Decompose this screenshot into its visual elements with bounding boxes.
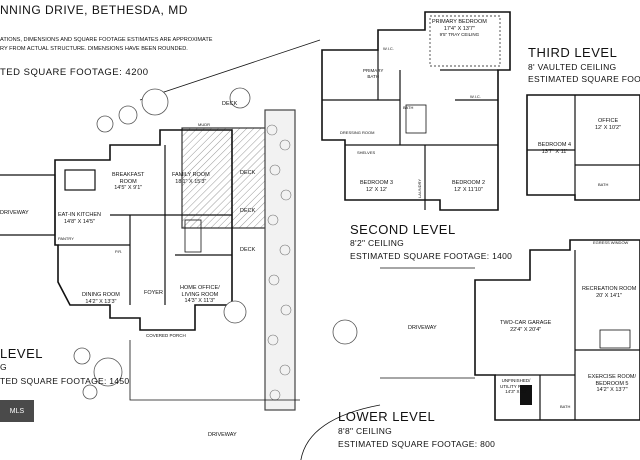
deck-label-3: DECK — [240, 208, 256, 214]
second-level-outline — [321, 11, 511, 211]
main-level-sqft: TED SQUARE FOOTAGE: 1450 — [0, 376, 130, 386]
foyer-label: FOYER — [144, 290, 163, 296]
lower-driveway-label: DRIVEWAY — [408, 325, 437, 331]
wic-label-1: W.I.C. — [383, 46, 394, 51]
second-bath-label: BATH — [403, 105, 414, 110]
main-level-title: LEVEL — [0, 346, 43, 361]
disclaimer-line-1: ATIONS, DIMENSIONS AND SQUARE FOOTAGE ES… — [0, 37, 213, 43]
pantry-label: PANTRY — [58, 236, 74, 241]
lower-level-title: LOWER LEVEL — [338, 409, 436, 424]
laundry-label: LAUNDRY — [417, 178, 423, 199]
lower-bath-label: BATH — [560, 404, 571, 409]
lower-level-outline — [474, 239, 640, 421]
deck-label-2: DECK — [240, 170, 256, 176]
third-level-sqft: ESTIMATED SQUARE FOOTA — [528, 74, 640, 84]
second-level-ceiling: 8'2" CEILING — [350, 238, 405, 248]
third-level-outline — [526, 94, 640, 201]
driveway-bottom-label: DRIVEWAY — [208, 432, 237, 438]
second-level-title: SECOND LEVEL — [350, 222, 456, 237]
shelves-label: SHELVES — [357, 150, 376, 155]
dressing-room-label: DRESSING ROOM — [340, 130, 375, 135]
stone-wall — [264, 109, 296, 411]
property-line — [139, 39, 321, 101]
driveway-left-label: DRIVEWAY — [0, 210, 29, 216]
second-level-sqft: ESTIMATED SQUARE FOOTAGE: 1400 — [350, 251, 513, 261]
lower-level-ceiling: 8'8" CEILING — [338, 426, 393, 436]
total-sqft: TED SQUARE FOOTAGE: 4200 — [0, 67, 149, 78]
deck-label-4: DECK — [240, 247, 256, 253]
wic-label-2: W.I.C. — [470, 94, 481, 99]
third-level-ceiling: 8' VAULTED CEILING — [528, 62, 617, 72]
deck-label-1: DECK — [222, 101, 238, 107]
third-level-title: THIRD LEVEL — [528, 45, 618, 60]
main-house-outline — [54, 129, 233, 331]
deck-hatched — [181, 127, 273, 229]
egress-window-label: EGRESS WINDOW — [593, 240, 629, 245]
disclaimer-line-2: RY FROM ACTUAL STRUCTURE. DIMENSIONS HAV… — [0, 46, 188, 52]
porch-label: COVERED PORCH — [146, 333, 186, 338]
pr-label: P.R. — [115, 249, 123, 254]
mls-badge: MLS — [0, 400, 34, 422]
mudroom-label: MUDR — [198, 122, 210, 127]
main-level-line2: G — [0, 362, 7, 372]
lower-level-sqft: ESTIMATED SQUARE FOOTAGE: 800 — [338, 439, 496, 449]
driveway-curve — [300, 404, 381, 460]
address-title: NNING DRIVE, BETHESDA, MD — [0, 3, 188, 17]
third-bath-label: BATH — [598, 182, 609, 187]
